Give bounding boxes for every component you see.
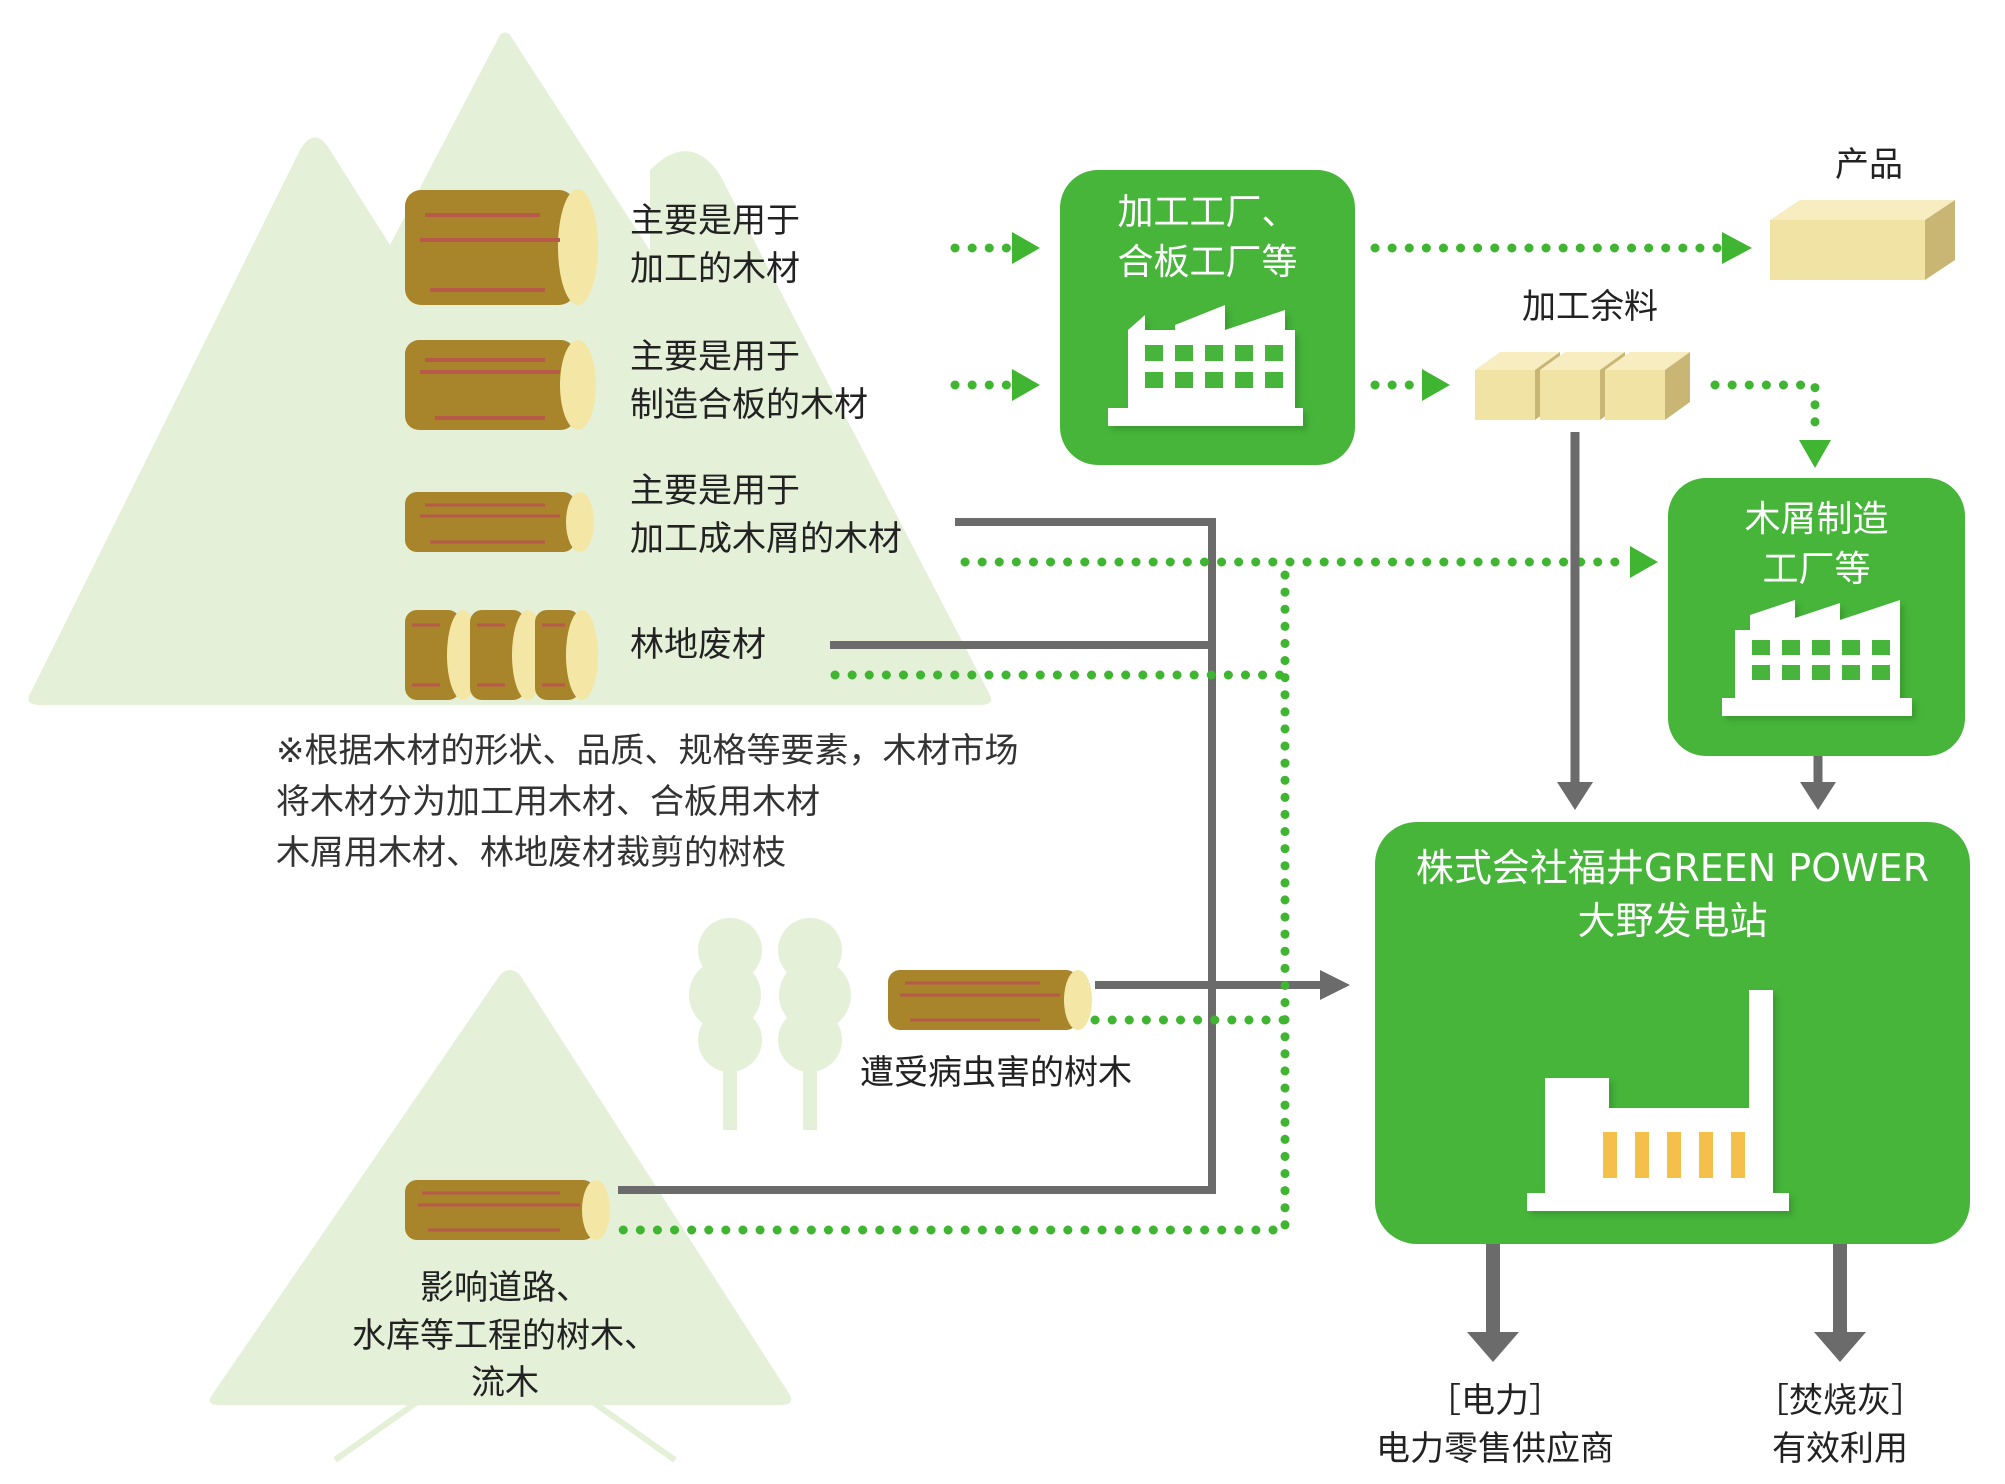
power-output-line1: ［电力］ (1427, 1381, 1563, 1421)
note-line1: ※根据木材的形状、品质、规格等要素，木材市场 (276, 731, 1019, 771)
log-icon (405, 340, 596, 430)
power-plant-label: 株式会社福井GREEN POWER 大野发电站 (1375, 842, 1970, 948)
power-plant-box (1375, 822, 1970, 1244)
power-plant-icon (1527, 990, 1789, 1211)
leftover-down-arrowhead (1557, 782, 1593, 810)
power-plant-line1: 株式会社福井GREEN POWER (1415, 846, 1930, 890)
note-text: ※根据木材的形状、品质、规格等要素，木材市场 将木材分为加工用木材、合板用木材 … (276, 726, 1019, 879)
green-arrowheads (1012, 232, 1831, 578)
log2-line1: 主要是用于 (630, 337, 800, 377)
green-dotted-lines (615, 243, 1820, 1235)
road-line2: 水库等工程的树木、 (352, 1315, 658, 1356)
log3-label: 主要是用于 加工成木屑的木材 (630, 468, 902, 563)
log1-line1: 主要是用于 (630, 201, 800, 241)
log4-label: 林地废材 (630, 625, 766, 665)
leftover-label: 加工余料 (1522, 287, 1658, 327)
power-output-arrowhead (1467, 1332, 1519, 1362)
note-line2: 将木材分为加工用木材、合板用木材 (276, 782, 820, 822)
log-icon (405, 610, 598, 700)
processing-factory-line2: 合板工厂等 (1117, 242, 1298, 284)
processing-factory-line1: 加工工厂、 (1117, 192, 1298, 233)
diseased-label: 遭受病虫害的树木 (860, 1053, 1132, 1093)
ash-output-line1: ［焚烧灰］ (1755, 1381, 1925, 1421)
factory-icon (1722, 600, 1912, 716)
power-plant-line2: 大野发电站 (1577, 899, 1768, 944)
ash-output-label: ［焚烧灰］ 有效利用 (1735, 1378, 1945, 1473)
log-icon (405, 492, 594, 552)
log3-line2: 加工成木屑的木材 (630, 518, 902, 559)
power-output-label: ［电力］ 电力零售供应商 (1360, 1378, 1630, 1473)
log2-line2: 制造合板的木材 (630, 384, 868, 425)
product-label: 产品 (1835, 145, 1903, 185)
log3-line1: 主要是用于 (630, 471, 800, 511)
road-label: 影响道路、 水库等工程的树木、 流木 (320, 1265, 690, 1408)
leftover-blocks-icon (1475, 352, 1690, 420)
road-line1: 影响道路、 (420, 1268, 590, 1308)
product-block-icon (1770, 200, 1955, 280)
gray-arrowhead (1320, 970, 1350, 1000)
log2-label: 主要是用于 制造合板的木材 (630, 334, 868, 429)
log-icon (405, 189, 598, 305)
ash-output-line2: 有效利用 (1772, 1428, 1908, 1469)
ash-output-arrowhead (1814, 1332, 1866, 1362)
chip-factory-label: 木屑制造 工厂等 (1668, 495, 1965, 596)
chip-factory-line1: 木屑制造 (1744, 499, 1889, 540)
chip-down-arrowhead (1800, 782, 1836, 810)
road-line3: 流木 (471, 1363, 539, 1404)
mountain-trunk-lines (333, 1397, 677, 1463)
factory-icon (1108, 305, 1303, 426)
log-icon (405, 1180, 610, 1240)
note-line3: 木屑用木材、林地废材裁剪的树枝 (276, 833, 786, 873)
processing-factory-label: 加工工厂、 合板工厂等 (1060, 188, 1355, 289)
log1-label: 主要是用于 加工的木材 (630, 198, 800, 293)
tree-icon (689, 918, 851, 1130)
log1-line2: 加工的木材 (630, 248, 800, 289)
power-output-line2: 电力零售供应商 (1376, 1428, 1614, 1469)
chip-factory-line2: 工厂等 (1762, 549, 1871, 591)
log-icon (888, 970, 1092, 1030)
